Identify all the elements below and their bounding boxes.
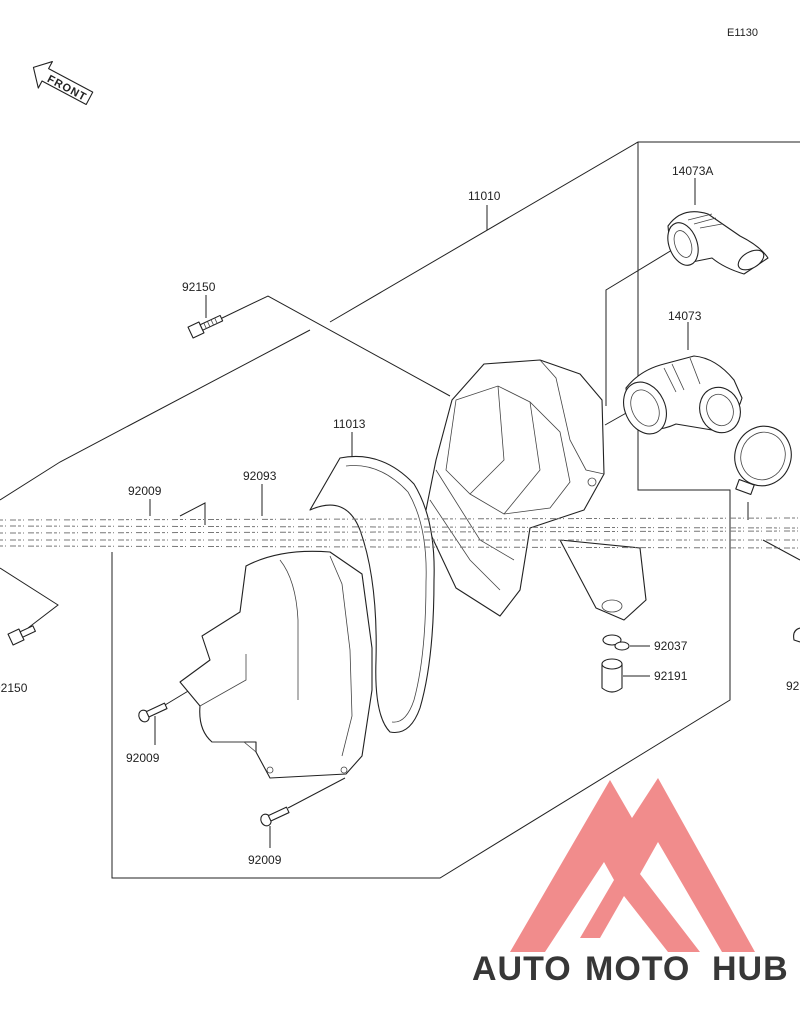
diagram-code: E1130: [727, 27, 758, 39]
label-14073a: 14073A: [672, 164, 713, 178]
watermark-logo-mark-icon: [510, 778, 755, 952]
drain-tube-92191: [601, 658, 623, 693]
label-92093: 92093: [243, 469, 277, 483]
leader-92150-left: [0, 567, 59, 629]
leader-bracket-top: [217, 295, 451, 397]
bolt-92150-left: [7, 625, 36, 646]
watermark-text-hub: HUB: [712, 950, 789, 988]
label-14073: 14073: [668, 309, 702, 323]
watermark-logo: AUTO MOTO HUB: [472, 778, 789, 988]
elbow-boot-14073a: [667, 211, 769, 275]
watermark-text-auto: AUTO: [472, 950, 572, 988]
hose-clamp: [734, 425, 792, 495]
oring-92037: [602, 634, 630, 651]
screw-92009-bot: [260, 806, 290, 827]
assembly-outline: [111, 141, 800, 879]
label-92191: 92191: [654, 669, 688, 683]
label-11010: 11010: [468, 189, 501, 203]
leader-14073-port: [604, 411, 629, 426]
label-11013: 11013: [333, 417, 366, 431]
label-92009-top: 92009: [128, 484, 162, 498]
assembly-outline-left: [0, 329, 311, 501]
element-gasket-11013: [309, 455, 435, 734]
leader-bracket-small: [179, 502, 206, 525]
leader-right-cut: [762, 539, 800, 561]
front-arrow-icon: FRONT: [32, 61, 94, 106]
leader-92009-bot-part: [287, 777, 346, 809]
bolt-cut-right: [793, 627, 800, 643]
label-92150-top: 92150: [182, 280, 216, 294]
leader-14073a-part: [605, 249, 673, 406]
label-92037: 92037: [654, 639, 688, 653]
label-92009-bot: 92009: [248, 853, 282, 867]
scan-noise-band: [0, 517, 800, 549]
intake-duct-14073: [623, 355, 743, 435]
label-92009-mid: 92009: [126, 751, 160, 765]
screw-92009-mid: [138, 702, 168, 723]
watermark-text-moto: MOTO: [585, 950, 690, 988]
air-cleaner-housing-11010: [423, 359, 647, 621]
bolt-92150-top: [187, 314, 224, 339]
air-box-cover: [179, 550, 373, 779]
label-92-cut: 92: [786, 679, 800, 693]
label-92150-left: 92150: [0, 681, 28, 695]
